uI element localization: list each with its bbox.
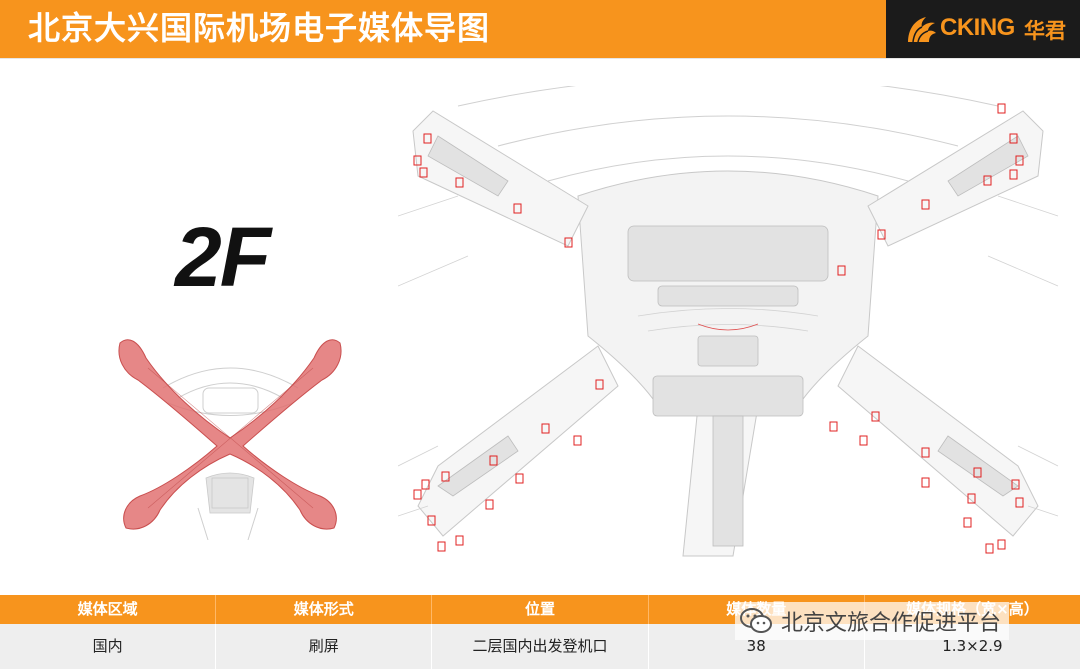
table-cell: 1.3×2.9 (942, 637, 1003, 655)
media-marker (421, 479, 430, 490)
media-marker (423, 133, 432, 144)
brand-logo: CKING 华君 (886, 0, 1080, 58)
floor-overview-map (118, 339, 342, 540)
floor-plan-map (398, 86, 1059, 557)
media-marker (985, 543, 994, 554)
media-marker (541, 423, 550, 434)
lion-logo-icon (908, 17, 936, 43)
floor-label: 2F (175, 210, 271, 304)
media-marker (489, 455, 498, 466)
watermark: 北京文旅合作促进平台 (735, 602, 1010, 640)
media-table: 媒体区域 媒体形式 位置 媒体数量 媒体规格（宽×高） 国内 刷屏 二层国内出发… (0, 595, 1080, 669)
media-marker (455, 535, 464, 546)
media-marker (921, 199, 930, 210)
column-header: 媒体区域 (0, 595, 217, 624)
column-header: 媒体形式 (216, 595, 433, 624)
table-cell: 刷屏 (216, 624, 433, 669)
media-marker (1009, 133, 1018, 144)
brand-cn-text: 华君 (1024, 19, 1066, 43)
media-marker (921, 447, 930, 458)
media-marker (419, 167, 428, 178)
media-marker (871, 411, 880, 422)
header-divider (0, 58, 1080, 59)
media-marker (427, 515, 436, 526)
table-cell: 国内 (0, 624, 217, 669)
media-marker (437, 541, 446, 552)
media-marker (513, 203, 522, 214)
highlight-zone-shape (118, 339, 342, 530)
table-cell: 38 (649, 624, 865, 669)
media-markers (413, 103, 1024, 554)
media-marker (455, 177, 464, 188)
column-header: 位置 (432, 595, 649, 624)
media-marker (595, 379, 604, 390)
media-marker (997, 539, 1006, 550)
media-marker (441, 471, 450, 482)
media-marker (1009, 169, 1018, 180)
media-marker (837, 265, 846, 276)
watermark-text: 北京文旅合作促进平台 (781, 611, 1002, 636)
media-marker (1015, 497, 1024, 508)
media-marker (967, 493, 976, 504)
brand-text: CKING (940, 14, 1015, 41)
media-marker (1015, 155, 1024, 166)
table-cell: 二层国内出发登机口 (432, 624, 649, 669)
media-marker (963, 517, 972, 528)
media-marker (973, 467, 982, 478)
media-marker (1011, 479, 1020, 490)
media-marker (997, 103, 1006, 114)
media-marker (564, 237, 573, 248)
media-marker (573, 435, 582, 446)
media-marker (515, 473, 524, 484)
media-marker (921, 477, 930, 488)
header-bar: 北京大兴国际机场电子媒体导图 CKING 华君 (0, 0, 1080, 58)
wechat-icon (740, 608, 772, 633)
media-marker (859, 435, 868, 446)
media-marker (877, 229, 886, 240)
media-marker (983, 175, 992, 186)
media-marker (829, 421, 838, 432)
media-marker (413, 155, 422, 166)
media-marker (413, 489, 422, 500)
media-marker (485, 499, 494, 510)
page-title: 北京大兴国际机场电子媒体导图 (28, 9, 491, 47)
